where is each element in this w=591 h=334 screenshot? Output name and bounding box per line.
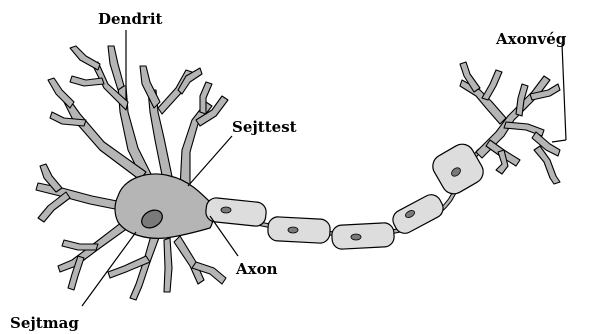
label-axon-terminal: Axonvég [495, 30, 567, 48]
label-nucleus: Sejtmag [10, 314, 79, 332]
label-axon: Axon [235, 260, 278, 278]
label-dendrite: Dendrit [98, 10, 163, 28]
cell-body [115, 174, 213, 238]
pointer-lines [82, 30, 566, 306]
label-cell-body: Sejttest [232, 118, 297, 136]
myelin-sheath [205, 140, 488, 250]
